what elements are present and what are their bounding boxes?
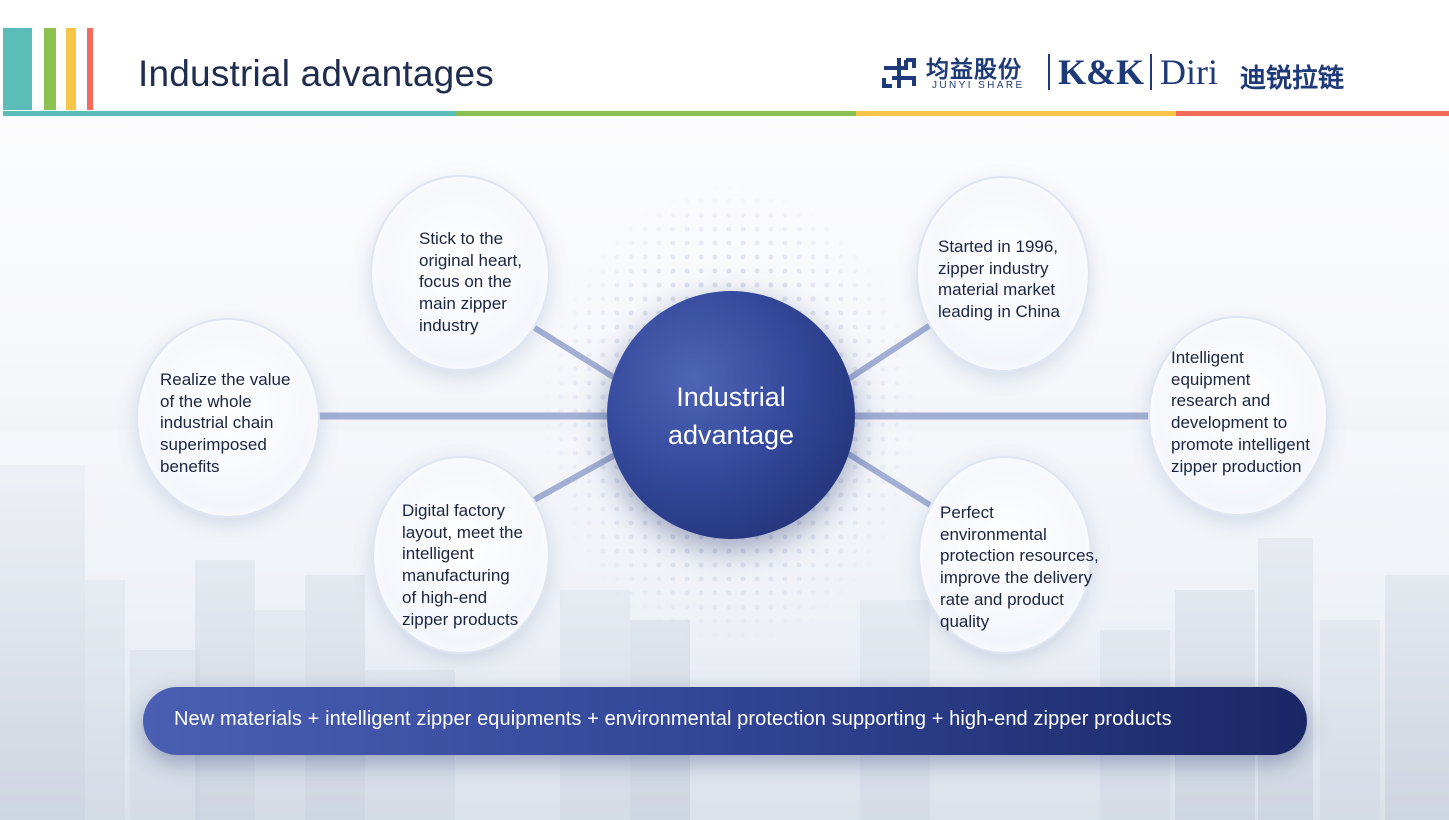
node-circle-started-1996 bbox=[916, 176, 1090, 372]
header-rule-green bbox=[456, 111, 856, 116]
header-rule-yellow bbox=[856, 111, 1176, 116]
slide-header: Industrial advantages 均益股份 JUNYI SHARE K… bbox=[0, 0, 1449, 118]
summary-banner-text: New materials + intelligent zipper equip… bbox=[174, 708, 1172, 730]
connector-upper-left bbox=[527, 322, 618, 381]
accent-bar-green bbox=[44, 28, 56, 110]
logo-name-en: JUNYI SHARE bbox=[932, 80, 1025, 91]
connector-lower-right bbox=[847, 452, 933, 508]
summary-banner bbox=[143, 687, 1307, 755]
node-circle-environmental bbox=[918, 456, 1092, 654]
company-logo: 均益股份 JUNYI SHARE K&K Diri 迪锐拉链 bbox=[880, 50, 1370, 94]
logo-brand-kk: K&K bbox=[1058, 52, 1144, 92]
node-circle-digital-factory bbox=[372, 456, 550, 654]
node-circle-original-heart bbox=[370, 175, 550, 371]
logo-name-cn: 均益股份 bbox=[926, 56, 1022, 82]
accent-bar-yellow bbox=[66, 28, 76, 110]
header-rule-red bbox=[1176, 111, 1449, 116]
node-circle-intelligent-equipment bbox=[1148, 316, 1328, 516]
node-text-value-chain: Realize the value of the whole industria… bbox=[160, 370, 291, 476]
logo-brand-diri-cn: 迪锐拉链 bbox=[1240, 63, 1345, 93]
page-title: Industrial advantages bbox=[138, 53, 494, 94]
node-text-started-1996: Started in 1996, zipper industry materia… bbox=[938, 237, 1060, 322]
node-text-environmental: Perfect environmental protection resourc… bbox=[940, 503, 1099, 631]
logo-divider bbox=[1150, 54, 1152, 90]
node-circle-value-chain bbox=[136, 318, 320, 518]
connector-lower-left bbox=[522, 452, 618, 508]
node-text-digital-factory: Digital factory layout, meet the intelli… bbox=[402, 501, 523, 629]
node-text-original-heart: Stick to the original heart, focus on th… bbox=[419, 229, 523, 335]
accent-bar-teal bbox=[3, 28, 32, 110]
accent-bar-red bbox=[87, 28, 93, 110]
center-node-label: Industrial advantage bbox=[667, 382, 795, 450]
logo-divider bbox=[1048, 54, 1050, 90]
node-text-intelligent-equipment: Intelligent equipment research and devel… bbox=[1171, 348, 1310, 476]
center-node bbox=[607, 291, 855, 539]
logo-brand-diri: Diri bbox=[1160, 52, 1218, 92]
connector-upper-right bbox=[847, 319, 938, 381]
header-rule-teal bbox=[3, 111, 456, 116]
junyi-logo-icon bbox=[882, 58, 916, 88]
